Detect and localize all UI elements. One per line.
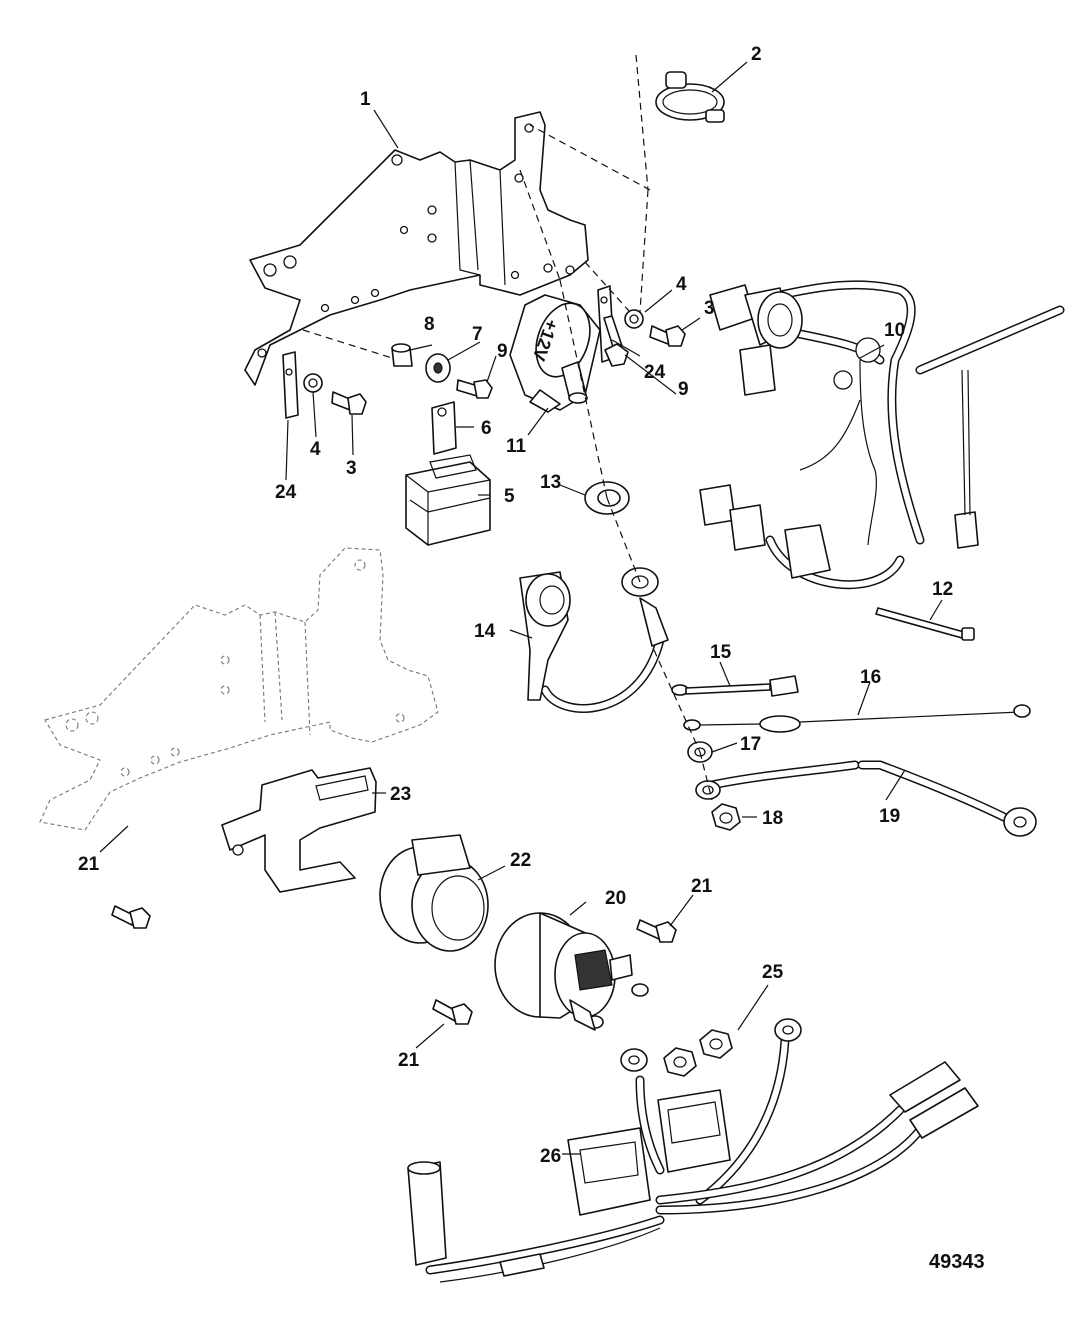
solenoid-boot	[379, 834, 489, 952]
fused-lead	[683, 704, 1031, 733]
flange-bolt-right	[636, 919, 677, 943]
callout-5: 5	[504, 486, 515, 507]
callout-7: 7	[472, 324, 483, 345]
callout-25: 25	[762, 962, 784, 983]
mounting-bracket	[244, 111, 589, 386]
callout-13: 13	[540, 472, 561, 493]
callout-12: 12	[932, 579, 953, 600]
flange-bolt-left	[111, 905, 151, 929]
hose-clamp	[655, 71, 725, 123]
callout-26: 26	[540, 1146, 561, 1167]
callout-20: 20	[605, 888, 626, 909]
starter-harness	[407, 1018, 979, 1283]
bolt-right	[649, 325, 686, 347]
callout-8: 8	[424, 314, 435, 335]
hex-nut	[711, 803, 741, 831]
leader-lines	[99, 61, 943, 1155]
battery-cable-booted	[519, 567, 669, 713]
bolt-left	[331, 391, 367, 415]
callout-4-right: 4	[676, 274, 687, 295]
washer-left	[303, 373, 323, 393]
callout-10: 10	[884, 320, 905, 341]
callout-24-right: 24	[644, 362, 666, 383]
callout-17: 17	[740, 734, 761, 755]
callout-23: 23	[390, 784, 411, 805]
callout-16: 16	[860, 667, 881, 688]
callout-6: 6	[481, 418, 492, 439]
callout-21-right: 21	[691, 876, 713, 897]
callout-4-left: 4	[310, 439, 321, 460]
relay-clip	[431, 401, 457, 455]
assembly-lines	[302, 54, 713, 801]
callout-18: 18	[762, 808, 783, 829]
callout-2: 2	[751, 44, 762, 65]
callout-9-upper: 9	[497, 341, 508, 362]
relay	[405, 454, 491, 546]
callout-14: 14	[474, 621, 496, 642]
screw-upper	[456, 379, 493, 399]
figure-number: 49343	[929, 1251, 985, 1273]
washer-right	[624, 309, 644, 329]
callout-9-lower: 9	[678, 379, 689, 400]
callout-21-left: 21	[78, 854, 100, 875]
callout-1: 1	[360, 89, 371, 110]
ground-lead	[671, 675, 799, 697]
callout-11: 11	[506, 436, 527, 457]
grommet	[425, 353, 451, 383]
bracket-ghost-outline	[39, 547, 439, 831]
callouts: 1 2 3 3 4 4 5 6 7 8 9 9 10 11 12 13 14 1…	[78, 44, 953, 1167]
solenoid-bracket	[221, 767, 377, 893]
callout-3-left: 3	[346, 458, 357, 479]
starter-solenoid	[494, 912, 649, 1031]
cable-tie	[875, 607, 975, 641]
callout-15: 15	[710, 642, 732, 663]
callout-24-left: 24	[275, 482, 297, 503]
spacer-bushing	[391, 343, 413, 367]
battery-cable	[695, 760, 1037, 837]
engine-wire-harness	[699, 280, 1065, 590]
callout-3-right: 3	[704, 298, 715, 319]
flange-bolt-lower	[432, 999, 473, 1025]
callout-22: 22	[510, 850, 531, 871]
callout-21-lower: 21	[398, 1050, 420, 1071]
solenoid-12v: +12V	[509, 294, 601, 413]
ground-strap-left	[282, 351, 299, 419]
callout-19: 19	[879, 806, 900, 827]
solenoid-nuts	[663, 1029, 733, 1077]
